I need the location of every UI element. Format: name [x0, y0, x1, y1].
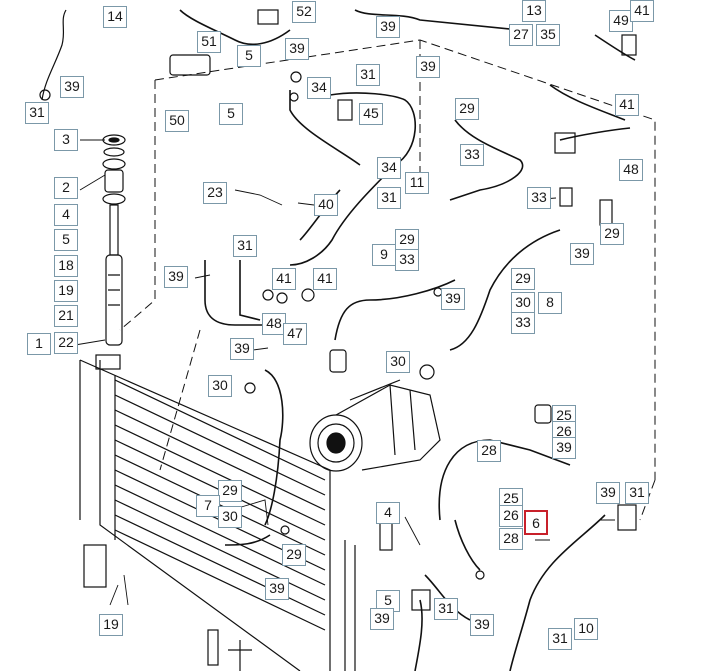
part-callout-21: 21	[54, 305, 78, 327]
part-callout-5: 5	[54, 229, 78, 251]
part-callout-33: 33	[527, 187, 551, 209]
part-callout-31: 31	[625, 482, 649, 504]
part-callout-45: 45	[359, 103, 383, 125]
part-callout-11: 11	[405, 172, 429, 194]
part-callout-47: 47	[283, 323, 307, 345]
refrigerant-lines	[179, 9, 636, 671]
part-callout-28: 28	[477, 440, 501, 462]
part-callout-30: 30	[386, 351, 410, 373]
part-callout-31: 31	[356, 64, 380, 86]
part-callout-31: 31	[377, 187, 401, 209]
part-callout-50: 50	[165, 110, 189, 132]
part-callout-51: 51	[197, 31, 221, 53]
part-callout-35: 35	[536, 24, 560, 46]
part-callout-39: 39	[370, 608, 394, 630]
part-callout-52: 52	[292, 1, 316, 23]
part-callout-31: 31	[25, 102, 49, 124]
part-callout-4: 4	[54, 204, 78, 226]
part-callout-5: 5	[376, 590, 400, 612]
part-callout-34: 34	[307, 77, 331, 99]
part-callout-31: 31	[233, 235, 257, 257]
part-callout-41: 41	[615, 94, 639, 116]
part-callout-26: 26	[499, 505, 523, 527]
part-callout-4: 4	[376, 502, 400, 524]
part-callout-30: 30	[208, 375, 232, 397]
leader-lines	[74, 139, 615, 606]
part-callout-29: 29	[600, 223, 624, 245]
part-callout-39: 39	[441, 288, 465, 310]
part-callout-39: 39	[596, 482, 620, 504]
part-callout-39: 39	[376, 16, 400, 38]
part-callout-41: 41	[272, 268, 296, 290]
part-callout-39: 39	[285, 38, 309, 60]
part-callout-39: 39	[265, 578, 289, 600]
fittings	[83, 9, 637, 671]
part-callout-40: 40	[314, 194, 338, 216]
part-callout-41: 41	[630, 0, 654, 22]
part-callout-29: 29	[395, 229, 419, 251]
part-callout-30: 30	[218, 506, 242, 528]
part-callout-29: 29	[511, 268, 535, 290]
part-callout-5: 5	[219, 103, 243, 125]
part-callout-29: 29	[218, 480, 242, 502]
part-callout-1: 1	[27, 333, 51, 355]
part-callout-31: 31	[548, 628, 572, 650]
part-callout-33: 33	[395, 249, 419, 271]
part-callout-41: 41	[313, 268, 337, 290]
part-callout-39: 39	[60, 76, 84, 98]
part-callout-9: 9	[372, 244, 396, 266]
part-callout-29: 29	[282, 544, 306, 566]
receiver-drier-assembly	[39, 9, 126, 346]
part-callout-33: 33	[511, 312, 535, 334]
part-callout-48: 48	[262, 313, 286, 335]
part-callout-13: 13	[522, 0, 546, 22]
compressor	[309, 349, 441, 472]
part-callout-10: 10	[574, 618, 598, 640]
part-callout-6: 6	[524, 510, 548, 535]
part-callout-27: 27	[509, 24, 533, 46]
part-callout-39: 39	[470, 614, 494, 636]
part-callout-48: 48	[619, 159, 643, 181]
part-callout-2: 2	[54, 177, 78, 199]
part-callout-19: 19	[99, 614, 123, 636]
part-callout-49: 49	[609, 10, 633, 32]
part-callout-33: 33	[460, 144, 484, 166]
part-callout-19: 19	[54, 280, 78, 302]
part-callout-14: 14	[103, 6, 127, 28]
part-callout-39: 39	[552, 437, 576, 459]
part-callout-39: 39	[570, 243, 594, 265]
part-callout-22: 22	[54, 332, 78, 354]
part-callout-34: 34	[377, 157, 401, 179]
part-callout-29: 29	[455, 98, 479, 120]
part-callout-3: 3	[54, 129, 78, 151]
part-callout-39: 39	[164, 266, 188, 288]
part-callout-8: 8	[538, 292, 562, 314]
part-callout-5: 5	[237, 45, 261, 67]
part-callout-39: 39	[230, 338, 254, 360]
part-callout-18: 18	[54, 255, 78, 277]
part-callout-7: 7	[196, 495, 220, 517]
part-callout-28: 28	[499, 528, 523, 550]
part-callout-23: 23	[203, 182, 227, 204]
part-callout-31: 31	[434, 598, 458, 620]
part-callout-30: 30	[511, 292, 535, 314]
part-callout-39: 39	[416, 56, 440, 78]
